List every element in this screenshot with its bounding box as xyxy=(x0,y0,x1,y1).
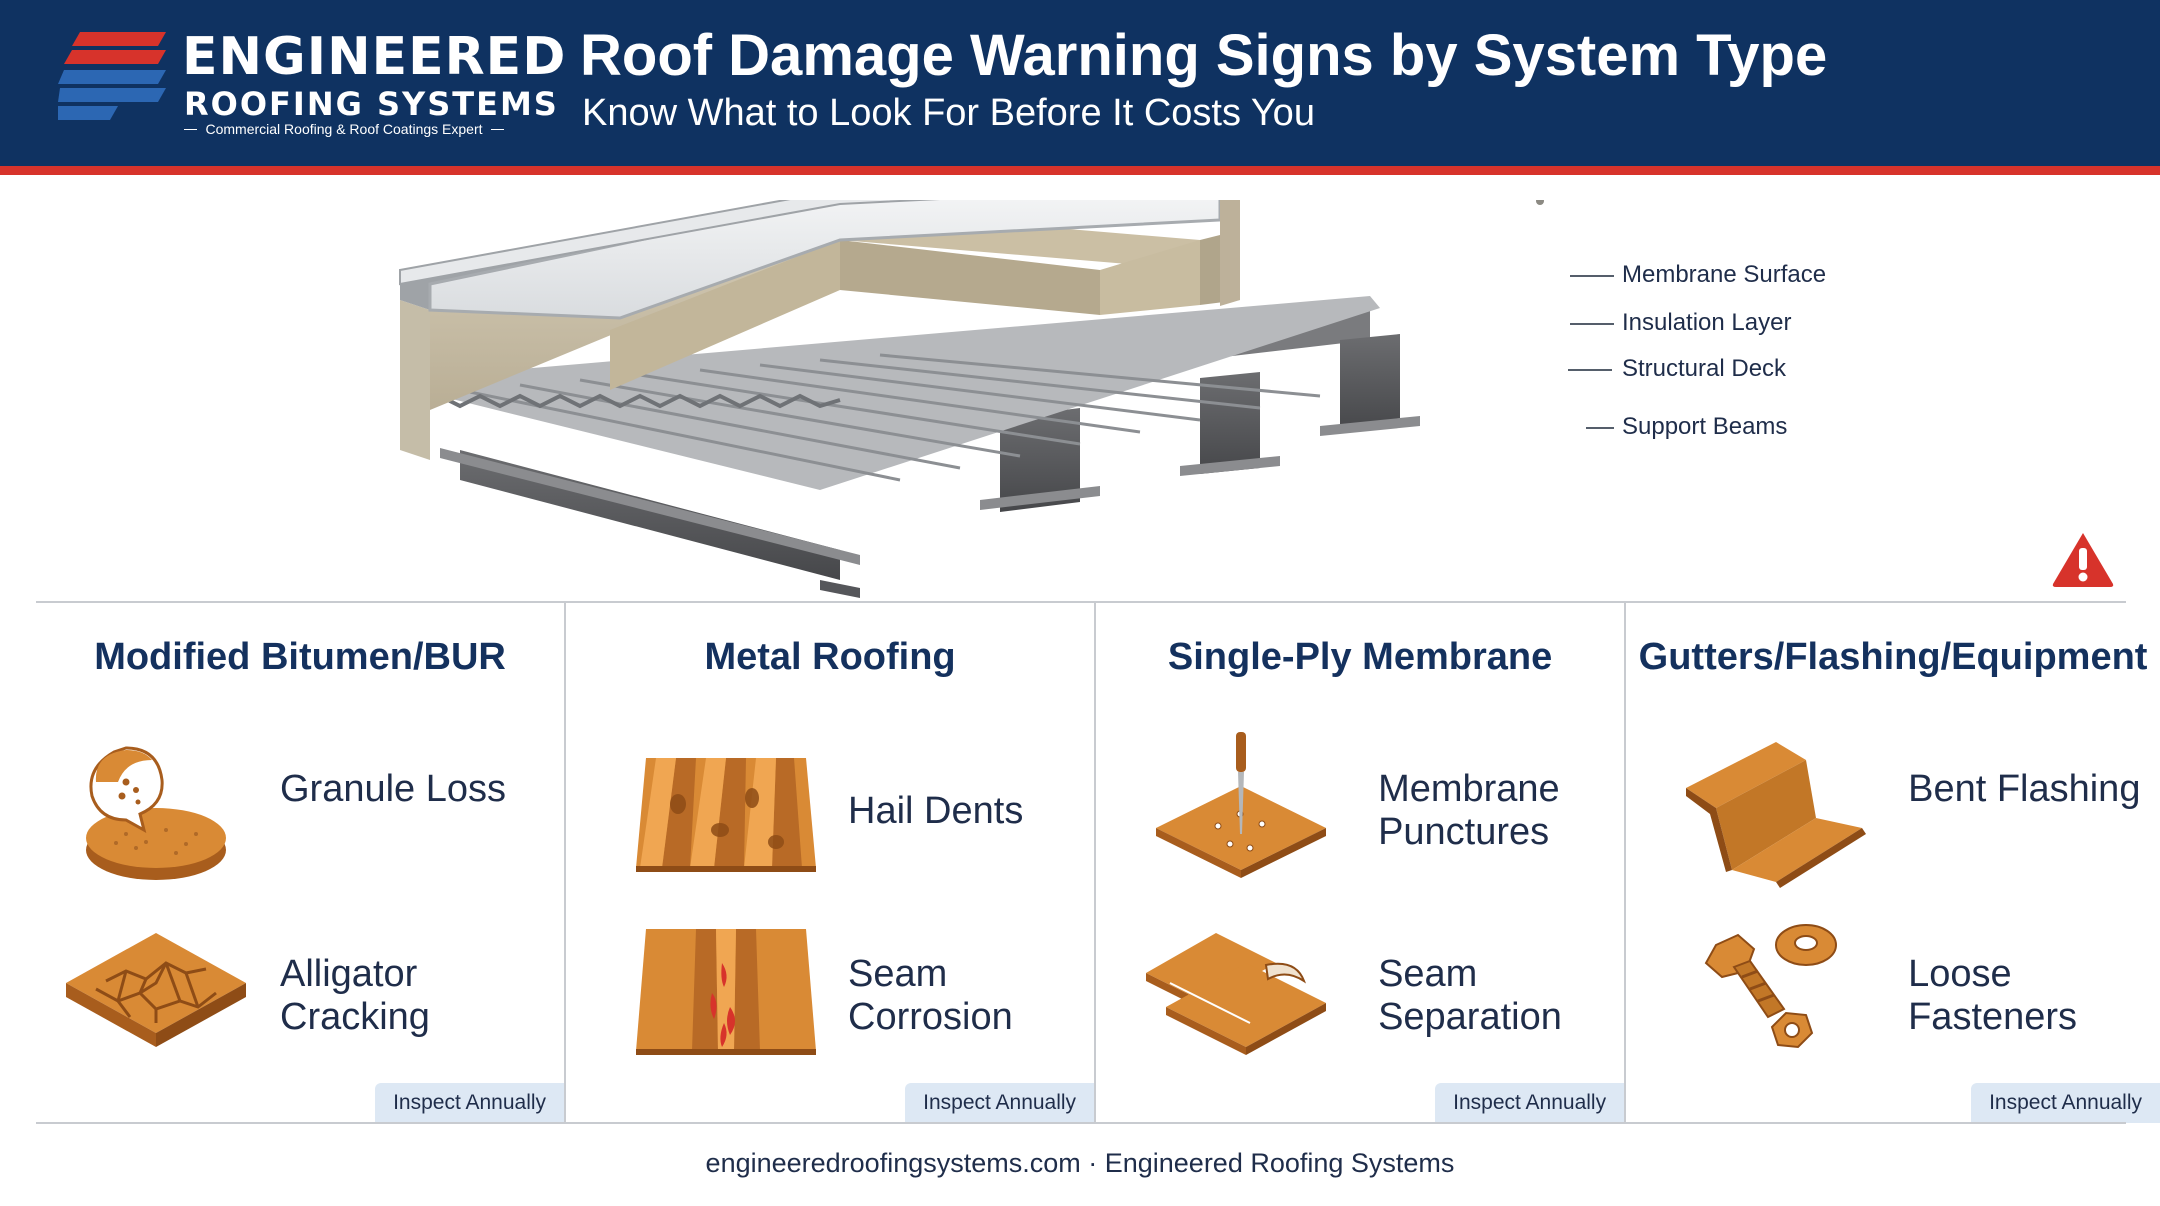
item-label: Alligator Cracking xyxy=(280,953,430,1038)
footer-text[interactable]: engineeredroofingsystems.com · Engineere… xyxy=(705,1148,1455,1178)
brand-title: ENGINEERED xyxy=(182,27,567,87)
loose-fasteners-icon xyxy=(1704,924,1838,1049)
warning-item-alligator-cracking: Alligator Cracking xyxy=(36,923,564,1073)
panel-modified-bitumen: Modified Bitumen/BUR Granule Loss xyxy=(36,603,567,1123)
membrane-leader-dot xyxy=(1536,200,1544,205)
insulation-leader-line xyxy=(1570,323,1614,325)
page-subtitle: Know What to Look For Before It Costs Yo… xyxy=(582,92,1315,134)
item-label: Granule Loss xyxy=(280,768,507,810)
layer-label-beams: Support Beams xyxy=(1622,413,1788,440)
roof-cross-section-diagram xyxy=(399,200,1544,598)
layer-label-insulation: Insulation Layer xyxy=(1622,309,1792,336)
panel-single-ply-membrane: Single-Ply Membrane Membrane Punctures xyxy=(1096,603,1627,1123)
granule-loss-icon xyxy=(86,746,226,880)
seam-separation-icon xyxy=(1146,933,1327,1055)
page-title: Roof Damage Warning Signs by System Type xyxy=(580,23,1828,88)
brand-tagline-row: Commercial Roofing & Roof Coatings Exper… xyxy=(184,120,504,138)
brand-logo[interactable]: ENGINEERED ROOFING SYSTEMS Commercial Ro… xyxy=(58,28,565,140)
hail-dents-icon xyxy=(636,758,817,872)
warning-item-seam-separation: Seam Separation xyxy=(1096,923,1624,1073)
brand-subtitle: ROOFING SYSTEMS xyxy=(184,85,559,123)
layer-labels: Membrane Surface Insulation Layer Struct… xyxy=(1568,256,1980,456)
structural-deck xyxy=(439,296,1380,490)
membrane-surface xyxy=(399,200,1240,320)
tagline-dash-right xyxy=(490,128,504,130)
inspect-annually-badge: Inspect Annually xyxy=(375,1083,565,1123)
deck-leader-line xyxy=(1568,369,1612,371)
membrane-leader-line xyxy=(1570,275,1614,277)
item-label: Seam Corrosion xyxy=(848,953,1013,1038)
item-label: Seam Separation xyxy=(1378,953,1562,1038)
panel-metal-roofing: Metal Roofing Hail Dents xyxy=(566,603,1097,1123)
layer-label-membrane: Membrane Surface xyxy=(1622,261,1827,288)
item-label: Hail Dents xyxy=(848,790,1024,832)
item-label: Bent Flashing xyxy=(1908,768,2141,810)
tagline-dash-left xyxy=(184,128,198,130)
header-banner: ENGINEERED ROOFING SYSTEMS Commercial Ro… xyxy=(0,0,2160,166)
panel-title: Gutters/Flashing/Equipment xyxy=(1638,636,2148,678)
panel-title: Single-Ply Membrane xyxy=(1167,636,1553,678)
warning-item-seam-corrosion: Seam Corrosion xyxy=(566,923,1094,1073)
logo-stripes-icon xyxy=(58,32,166,120)
item-label: Loose Fasteners xyxy=(1908,953,2078,1038)
panels-bottom-divider xyxy=(36,1122,2126,1124)
beams-leader-line xyxy=(1586,427,1614,429)
inspect-annually-badge: Inspect Annually xyxy=(1971,1083,2160,1123)
warning-item-loose-fasteners: Loose Fasteners xyxy=(1626,923,2160,1073)
warning-item-membrane-punctures: Membrane Punctures xyxy=(1096,732,1624,888)
header-red-stripe xyxy=(0,166,2160,175)
seam-corrosion-icon xyxy=(636,929,817,1055)
warning-triangle-icon xyxy=(2052,533,2114,587)
item-label: Membrane Punctures xyxy=(1378,768,1560,853)
inspect-annually-badge: Inspect Annually xyxy=(1435,1083,1625,1123)
membrane-puncture-icon xyxy=(1156,732,1327,878)
layer-label-deck: Structural Deck xyxy=(1622,355,1787,382)
alligator-cracking-icon xyxy=(66,933,246,1047)
panel-title: Modified Bitumen/BUR xyxy=(94,636,506,678)
panels-top-divider xyxy=(36,601,2126,603)
panel-gutters-flashing: Gutters/Flashing/Equipment Bent Flashing xyxy=(1626,603,2160,1123)
system-panels: Modified Bitumen/BUR Granule Loss xyxy=(36,603,2160,1123)
brand-tagline: Commercial Roofing & Roof Coatings Exper… xyxy=(205,121,483,137)
warning-item-hail-dents: Hail Dents xyxy=(566,738,1094,888)
inspect-annually-badge: Inspect Annually xyxy=(905,1083,1095,1123)
panel-title: Metal Roofing xyxy=(704,636,956,678)
warning-item-bent-flashing: Bent Flashing xyxy=(1626,738,2160,888)
bent-flashing-icon xyxy=(1686,742,1867,888)
warning-item-granule-loss: Granule Loss xyxy=(36,738,564,888)
